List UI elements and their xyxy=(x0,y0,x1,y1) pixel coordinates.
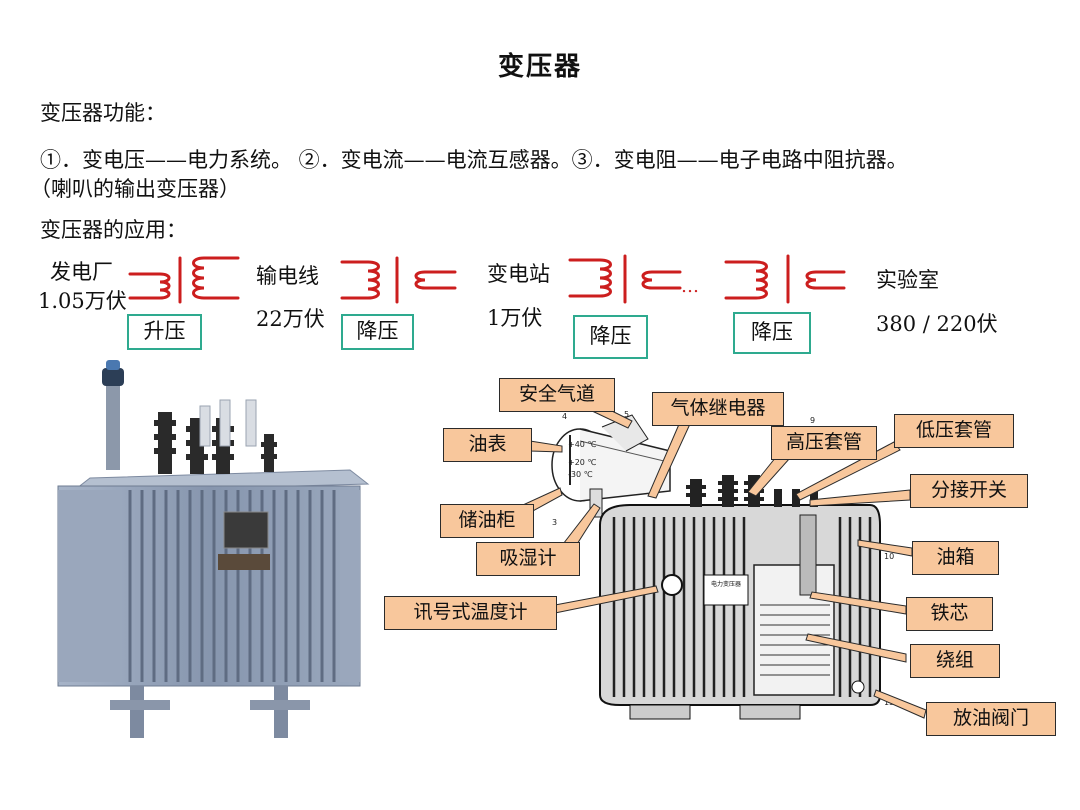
diagram-number-3b: 3 xyxy=(552,518,557,527)
transformer-diagram: +40 ℃ +20 ℃ -30 ℃ 4 5 3 3 9 10 15 电力变压器 xyxy=(551,410,894,720)
gauge-mark-40: +40 ℃ xyxy=(568,440,596,449)
step-down-box-3: 降压 xyxy=(733,312,811,354)
functions-line-1: ①．变电压——电力系统。 ②．变电流——电流互感器。③．变电阻——电子电路中阻抗… xyxy=(40,148,908,172)
callout-gas-relay: 气体继电器 xyxy=(652,392,784,426)
callout-tap-changer: 分接开关 xyxy=(910,474,1028,508)
power-plant-label: 发电厂 xyxy=(50,260,113,284)
functions-line-2: （喇叭的输出变压器） xyxy=(30,177,240,201)
diagram-number-9: 9 xyxy=(810,416,815,425)
transformer-symbol-2 xyxy=(340,256,457,304)
diagram-number-5: 5 xyxy=(624,410,629,419)
step-down-box-1: 降压 xyxy=(341,314,414,350)
transformer-symbol-1 xyxy=(128,256,240,304)
functions-heading: 变压器功能： xyxy=(40,101,166,125)
diagram-nameplate-text: 电力变压器 xyxy=(711,580,741,588)
substation-label: 变电站 xyxy=(487,262,550,286)
callout-oil-gauge: 油表 xyxy=(443,428,532,462)
transformer-photo xyxy=(57,360,370,738)
callout-oil-tank: 油箱 xyxy=(912,541,999,575)
callout-breather: 吸湿计 xyxy=(476,542,580,576)
callout-conservator: 储油柜 xyxy=(440,504,534,538)
transmission-line-label: 输电线 xyxy=(256,264,319,288)
transformer-symbol-3 xyxy=(568,254,682,304)
step-up-box: 升压 xyxy=(127,314,202,350)
gauge-mark-20: +20 ℃ xyxy=(568,458,596,467)
callout-hv-bushing: 高压套管 xyxy=(771,426,877,460)
callout-winding: 绕组 xyxy=(910,644,1000,678)
diagram-number-10: 10 xyxy=(884,552,894,561)
callout-lv-bushing: 低压套管 xyxy=(894,414,1014,448)
laboratory-voltage: 380 / 220伏 xyxy=(876,312,998,336)
transformer-symbol-4 xyxy=(724,254,846,304)
laboratory-label: 实验室 xyxy=(876,268,939,292)
power-plant-voltage: 1.05万伏 xyxy=(38,289,127,313)
gauge-mark-minus-30: -30 ℃ xyxy=(568,470,593,479)
callout-thermometer: 讯号式温度计 xyxy=(384,596,557,630)
chain-ellipsis: … xyxy=(681,276,699,297)
callout-core: 铁芯 xyxy=(906,597,993,631)
callout-drain-valve: 放油阀门 xyxy=(926,702,1056,736)
page-title: 变压器 xyxy=(497,52,582,82)
transmission-line-voltage: 22万伏 xyxy=(256,307,325,331)
diagram-number-4: 4 xyxy=(562,412,567,421)
substation-voltage: 1万伏 xyxy=(487,306,543,330)
applications-heading: 变压器的应用： xyxy=(40,218,187,242)
step-down-box-2: 降压 xyxy=(573,315,648,359)
callout-safety-airway: 安全气道 xyxy=(499,378,615,412)
transformer-symbols xyxy=(128,254,846,304)
